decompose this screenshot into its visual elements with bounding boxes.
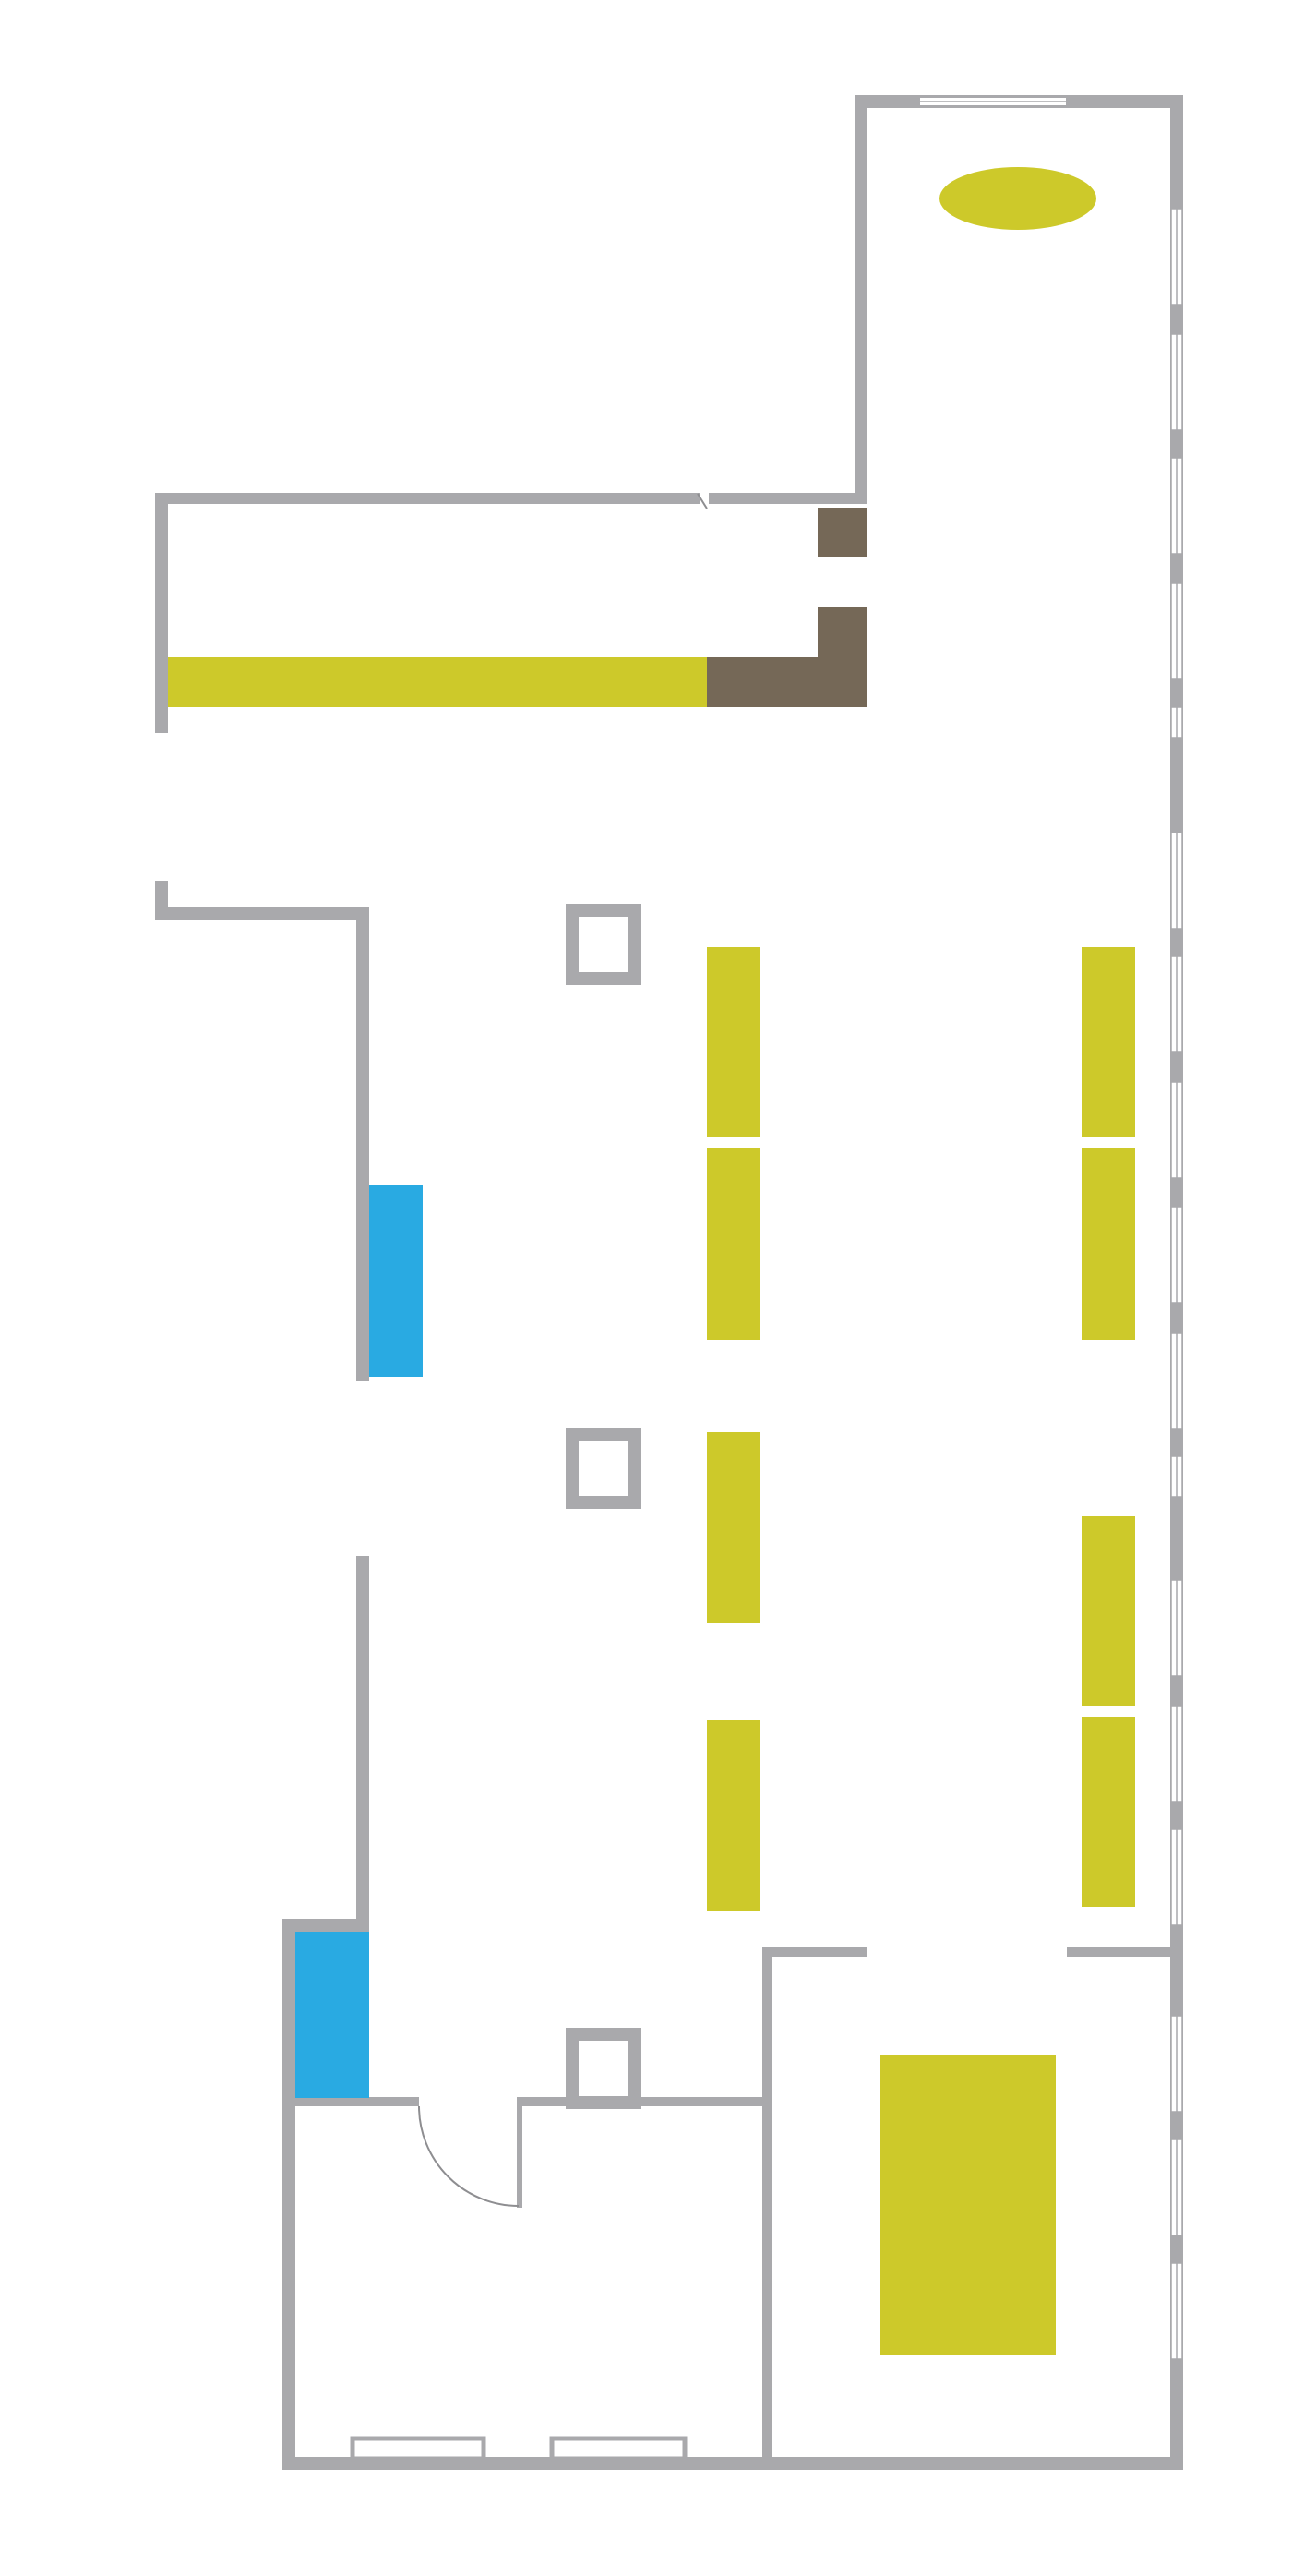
upper-wing-wall-west [155,493,168,733]
office-wall-north-west [282,2097,419,2106]
display-rack [1082,1516,1135,1706]
stockroom-wall-north [282,1919,369,1932]
office-door [418,2101,522,2208]
column [566,2028,641,2109]
windows-east [1170,208,1183,2360]
fitting-room-wall-north-west [762,1947,867,1957]
display-rack [1082,947,1135,1137]
wall-fitting-lower [295,1932,369,2098]
wall-fittings [295,1185,423,2098]
display-rack [1082,1148,1135,1340]
west-partition-upper [356,907,369,1381]
upper-wing-wall-north [155,493,700,504]
stockroom-wall-west [282,1919,295,2468]
display-rack [707,1148,760,1340]
west-ledge-wall [155,907,369,920]
exterior-wall-south [282,2457,1183,2470]
display-table-large [880,2055,1056,2355]
west-partition-lower [356,1556,369,1928]
office-door-leaf [517,2101,522,2208]
column [566,904,641,985]
tower-wall-west [855,95,867,502]
wall-fitting-upper [369,1185,423,1377]
long-wall-display [168,657,707,707]
display-rack [707,947,760,1137]
display-rack [707,1432,760,1623]
counter-base [707,657,867,707]
windows [350,96,1183,2462]
display-rack [1082,1717,1135,1907]
fitting-room-wall-north-east [1067,1947,1183,1957]
window-south-2 [549,2436,688,2462]
display-fixtures [168,167,1135,2355]
office-wall-east [762,1947,772,2461]
display-rack [707,1720,760,1911]
counter [707,508,867,707]
door-swing-mark-north [697,493,708,509]
columns [566,904,641,2109]
upper-wing-wall-north-east [709,493,867,504]
counter-upper-block [818,508,867,557]
office-door-swing-arc [418,2105,520,2207]
window-south-1 [350,2436,486,2462]
column [566,1428,641,1509]
round-display-table [939,167,1096,230]
